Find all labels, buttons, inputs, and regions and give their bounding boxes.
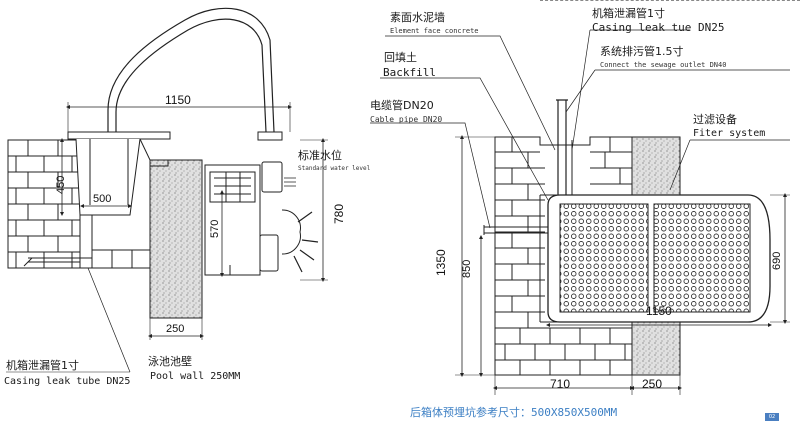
left-brick-wall — [7, 139, 81, 269]
water-level-label-cn: 标准水位 — [298, 149, 342, 162]
backfill-label-cn: 回填土 — [384, 51, 417, 64]
water-level-label-en: Standard water level — [298, 165, 371, 172]
concrete-wall-label-en: Element face concrete — [390, 27, 479, 35]
skimmer-box — [75, 138, 141, 216]
leak-pipe-left — [28, 215, 93, 263]
cable-pipe — [483, 225, 548, 235]
casing-leak-left-label-cn: 机箱泄漏管1寸 — [6, 359, 79, 372]
dim-label-570: 570 — [209, 219, 221, 238]
casing-leak-right-label-cn: 机箱泄漏管1寸 — [592, 7, 665, 20]
dim-label-850: 850 — [461, 259, 473, 278]
dim-label-690: 690 — [771, 251, 783, 270]
dim-label-450: 450 — [55, 175, 67, 194]
lamp-equipment — [204, 161, 301, 276]
sewage-pipe — [556, 99, 568, 195]
light-rays — [293, 211, 319, 273]
left-lower-brick-wall — [91, 249, 151, 269]
leader-filter — [669, 139, 790, 191]
left-section-drawing — [6, 7, 328, 373]
dim-label-1350: 1350 — [434, 249, 448, 276]
leader-concrete-wall — [385, 35, 556, 151]
leader-casing-leak-left — [87, 267, 131, 373]
cable-pipe-label-cn: 电缆管DN20 — [370, 99, 434, 112]
pool-handrail — [107, 7, 275, 133]
pool-wall-label-cn: 泳池池壁 — [148, 355, 192, 368]
casing-leak-right-label-en: Casing leak tue DN25 — [592, 21, 725, 34]
pool-wall-label-en: Pool wall 250MM — [150, 371, 241, 382]
dim-label-710: 710 — [550, 377, 571, 391]
leader-cable-pipe — [370, 122, 491, 229]
leader-backfill — [380, 77, 549, 201]
sewage-label-cn: 系统排污管1.5寸 — [600, 45, 684, 58]
backfill-label-en: Backfill — [383, 66, 436, 79]
filter-label-en: Fiter system — [693, 128, 766, 139]
dim-label-1150-right: 1150 — [646, 304, 672, 318]
dim-label-250-left: 250 — [166, 323, 185, 335]
sewage-label-en: Connect the sewage outlet DN40 — [600, 61, 727, 69]
pool-wall-concrete — [149, 159, 203, 319]
pit-size-caption: 后箱体预埋坑参考尺寸：500X850X500MM — [410, 406, 618, 419]
dim-label-500: 500 — [93, 193, 112, 205]
dim-label-1150-left: 1150 — [165, 93, 191, 107]
deck-lid — [67, 131, 171, 140]
dim-label-250-right: 250 — [642, 377, 663, 391]
page-badge: 02 — [765, 413, 779, 421]
concrete-wall-label-cn: 素面水泥墙 — [390, 11, 445, 24]
right-section-drawing — [370, 29, 790, 395]
filter-label-cn: 过滤设备 — [693, 113, 737, 126]
casing-leak-left-label-en: Casing leak tube DN25 — [4, 376, 131, 387]
filter-system — [547, 194, 771, 323]
dim-label-780: 780 — [332, 203, 346, 224]
cable-pipe-label-en: Cable pipe DN20 — [370, 115, 443, 124]
leader-sewage — [565, 69, 790, 113]
top-border-dash — [540, 0, 800, 3]
